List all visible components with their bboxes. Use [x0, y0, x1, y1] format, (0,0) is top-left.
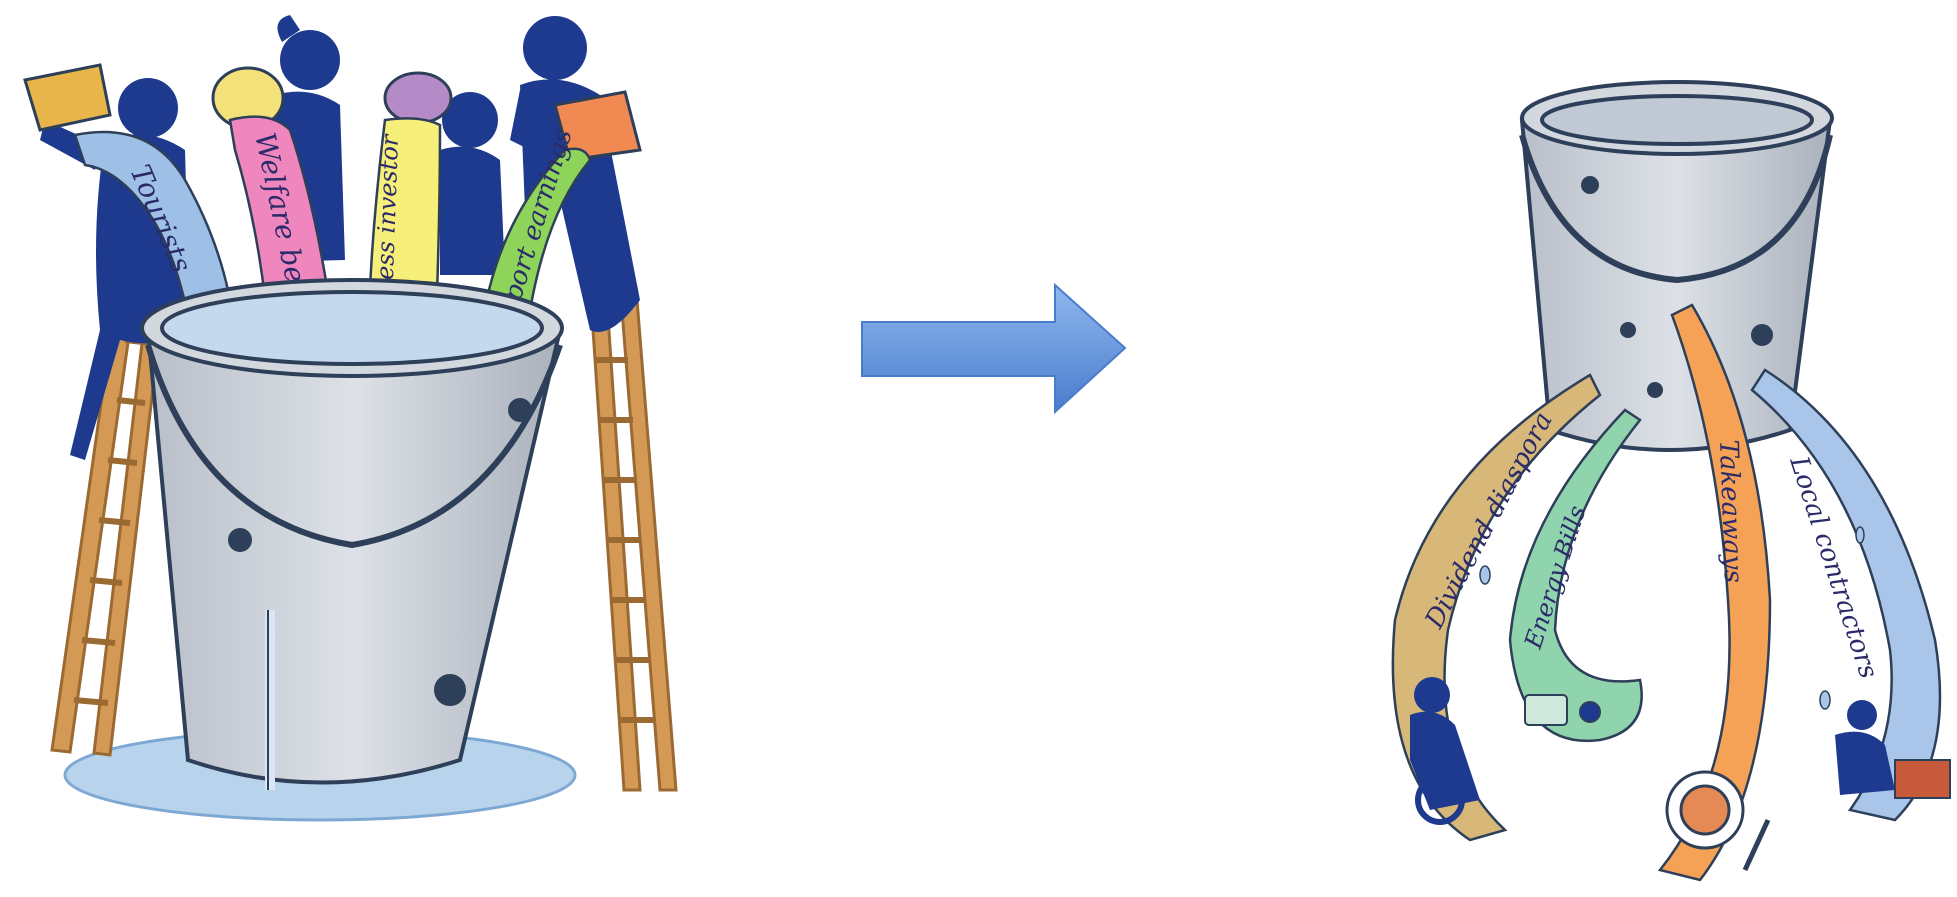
leak-label-takeaways: Takeaways — [1713, 439, 1748, 583]
full-bucket — [142, 280, 562, 790]
full-bucket-scene: Tourists Welfare benefit Business invest… — [25, 15, 676, 820]
wheelchair-figure-icon — [1410, 677, 1480, 822]
right-ladder — [590, 285, 676, 790]
cup-tourists — [25, 65, 110, 130]
transition-arrow — [862, 285, 1125, 412]
cup-business — [385, 73, 451, 123]
leaking-bucket-scene: Dividend diaspora Energy Bills Takeaways… — [1393, 82, 1950, 880]
